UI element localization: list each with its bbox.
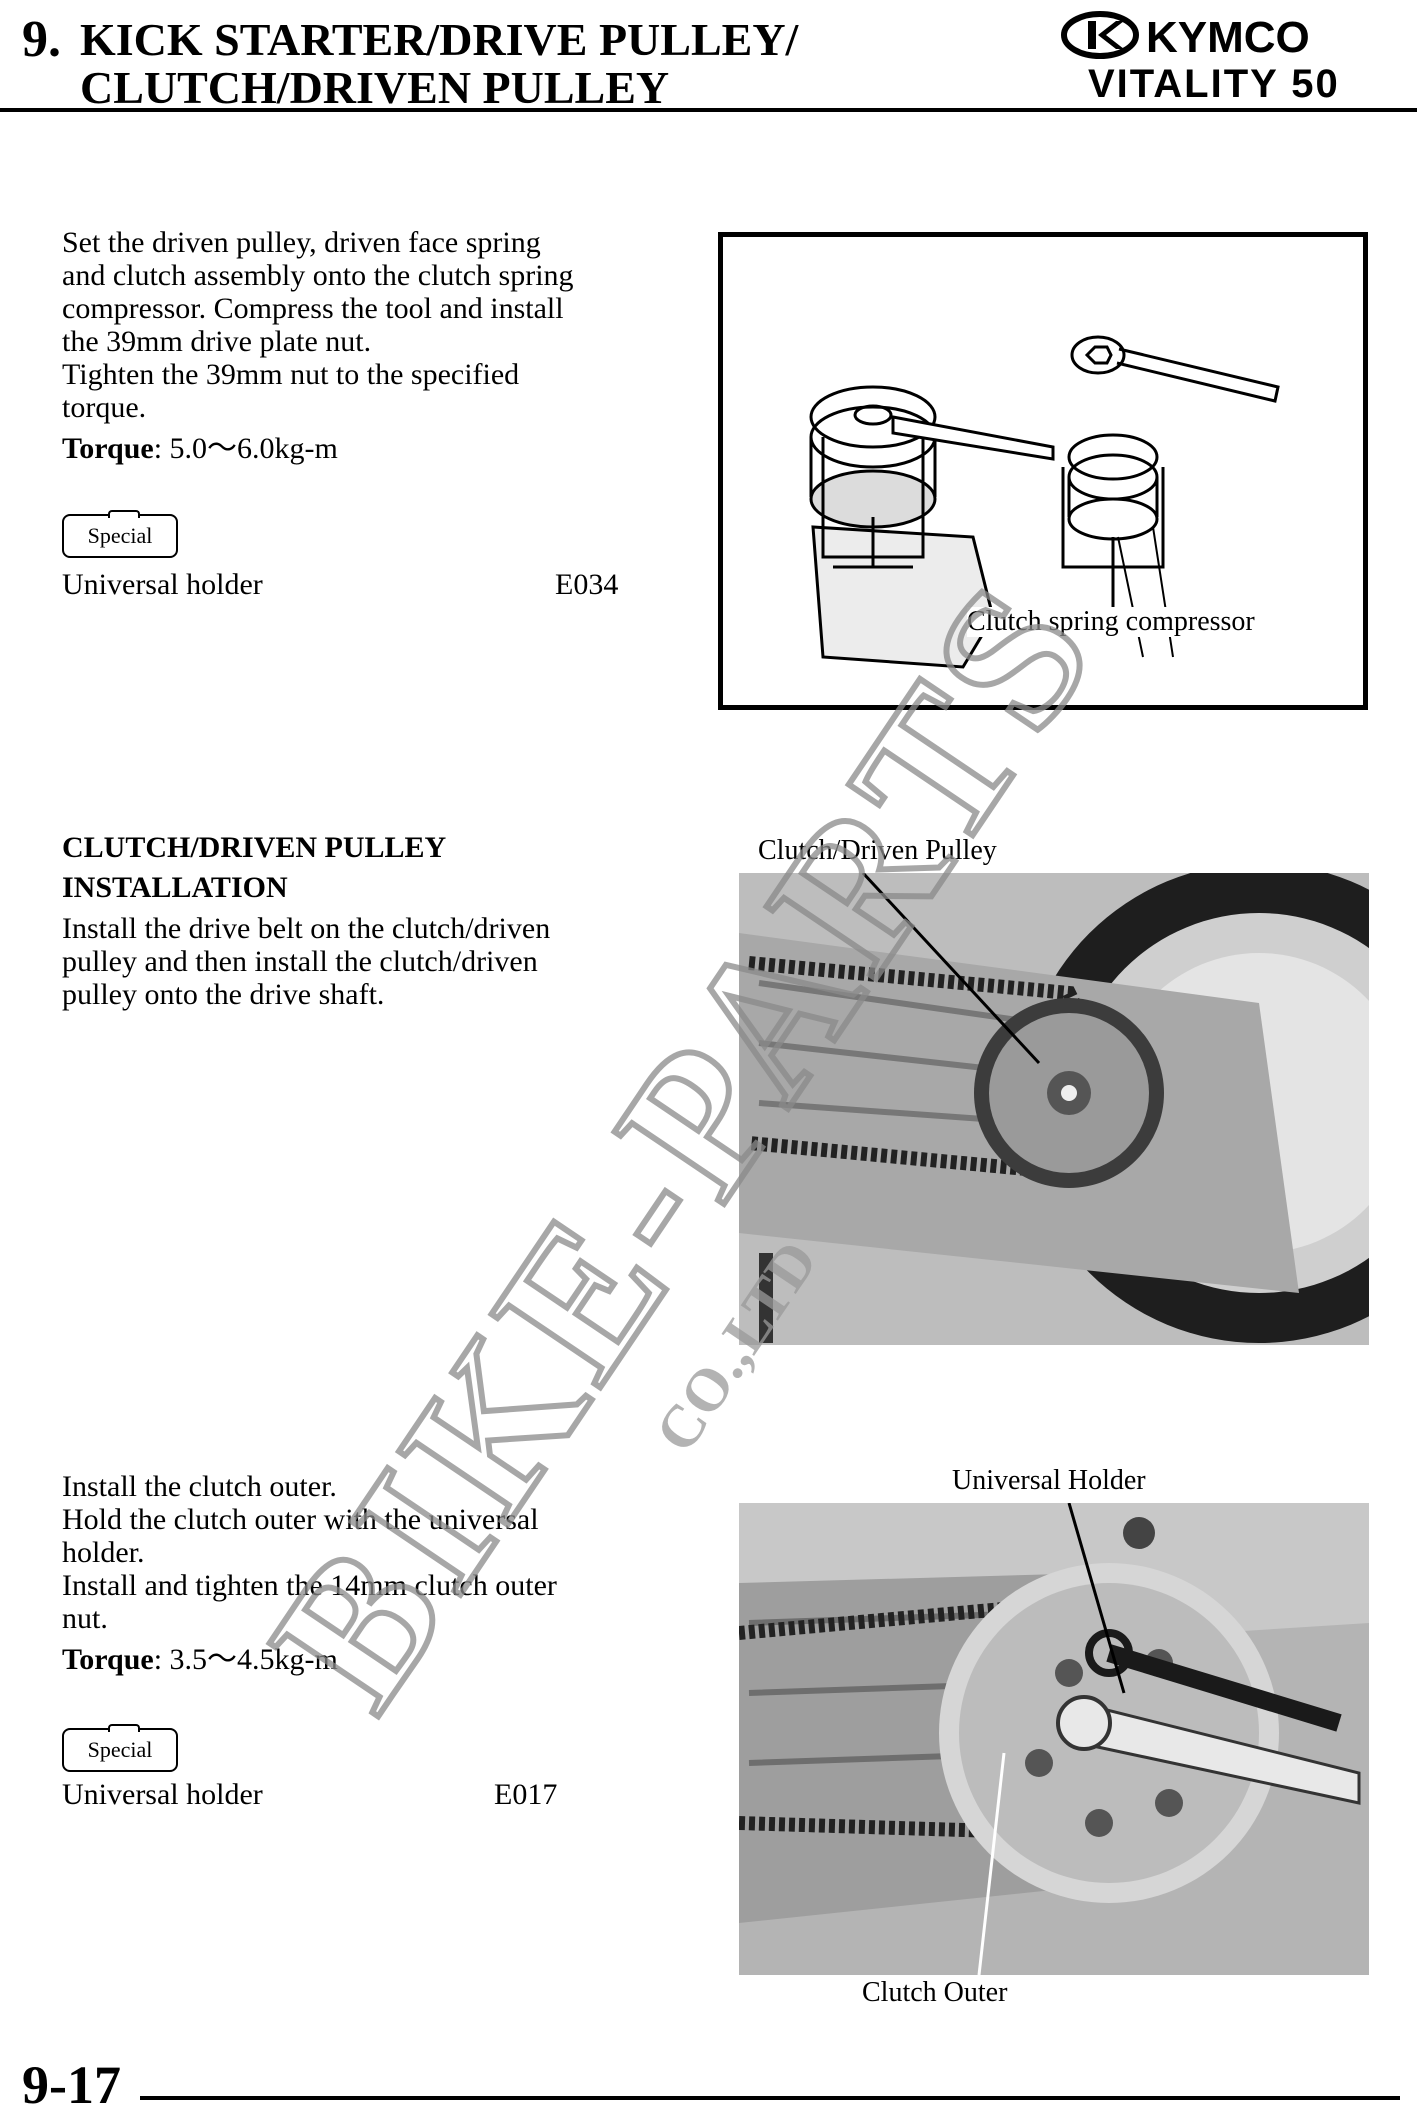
section1-line: and clutch assembly onto the clutch spri… <box>62 259 574 292</box>
section1-line: Set the driven pulley, driven face sprin… <box>62 226 541 259</box>
kymco-logo: KYMCO <box>1061 11 1310 60</box>
figure-clutch-spring-compressor: Clutch spring compressor <box>718 232 1368 710</box>
figure1-caption: Clutch spring compressor <box>967 606 1255 637</box>
figure3-caption-bottom: Clutch Outer <box>862 1977 1008 2008</box>
photo-driven-pulley <box>739 873 1369 1345</box>
tool-code: E034 <box>555 568 619 601</box>
section1-line: torque. <box>62 391 147 424</box>
figure3-caption-top: Universal Holder <box>952 1465 1146 1496</box>
section1-line: the 39mm drive plate nut. <box>62 325 372 358</box>
footer-rule <box>140 2096 1400 2100</box>
torque-label: Torque <box>62 1643 154 1676</box>
header-rule <box>0 108 1417 112</box>
section3-line: Hold the clutch outer with the universal <box>62 1503 539 1536</box>
special-tool-badge: Special <box>62 1724 178 1772</box>
tool-name: Universal holder <box>62 1778 263 1811</box>
section2-heading: CLUTCH/DRIVEN PULLEY INSTALLATION <box>62 828 446 908</box>
torque-value: : 5.0～6.0kg-m <box>153 432 338 465</box>
section2-heading-line2: INSTALLATION <box>62 871 288 904</box>
section3-body: Install the clutch outer. Hold the clutc… <box>62 1470 662 1676</box>
page-title-line1: KICK STARTER/DRIVE PULLEY/ <box>80 14 799 65</box>
section3-torque: Torque: 3.5～4.5kg-m <box>62 1643 662 1676</box>
torque-value: : 3.5～4.5kg-m <box>153 1643 338 1676</box>
compressor-illustration <box>809 335 1280 669</box>
section2-line: Install the drive belt on the clutch/dri… <box>62 912 551 945</box>
section1-body: Set the driven pulley, driven face sprin… <box>62 226 662 465</box>
tool-code: E017 <box>494 1778 558 1811</box>
brand-name: KYMCO <box>1146 13 1310 60</box>
page-number: 9-17 <box>22 2055 121 2115</box>
torque-label: Torque <box>62 432 154 465</box>
section1-line: Tighten the 39mm nut to the specified <box>62 358 520 391</box>
section3-line: nut. <box>62 1602 108 1635</box>
section2-heading-line1: CLUTCH/DRIVEN PULLEY <box>62 831 447 864</box>
special-tool-badge: Special <box>62 510 178 558</box>
figure2-caption: Clutch/Driven Pulley <box>758 835 997 866</box>
section2-line: pulley onto the drive shaft. <box>62 978 385 1011</box>
clutch-outer-photo-illustration <box>739 1503 1369 1975</box>
section1-line: compressor. Compress the tool and instal… <box>62 292 564 325</box>
section2-body: Install the drive belt on the clutch/dri… <box>62 912 662 1011</box>
photo-clutch-outer <box>739 1503 1369 1975</box>
page-title: KICK STARTER/DRIVE PULLEY/ CLUTCH/DRIVEN… <box>80 16 798 112</box>
driven-pulley-photo-illustration <box>739 873 1369 1345</box>
section3-line: Install and tighten the 14mm clutch oute… <box>62 1569 557 1602</box>
section1-torque: Torque: 5.0～6.0kg-m <box>62 432 662 465</box>
section3-line: Install the clutch outer. <box>62 1470 337 1503</box>
chapter-number: 9. <box>22 11 61 68</box>
tool-name: Universal holder <box>62 568 263 601</box>
page-title-line2: CLUTCH/DRIVEN PULLEY <box>80 62 670 113</box>
section3-line: holder. <box>62 1536 145 1569</box>
model-name: VITALITY 50 <box>1088 62 1340 106</box>
section2-line: pulley and then install the clutch/drive… <box>62 945 538 978</box>
